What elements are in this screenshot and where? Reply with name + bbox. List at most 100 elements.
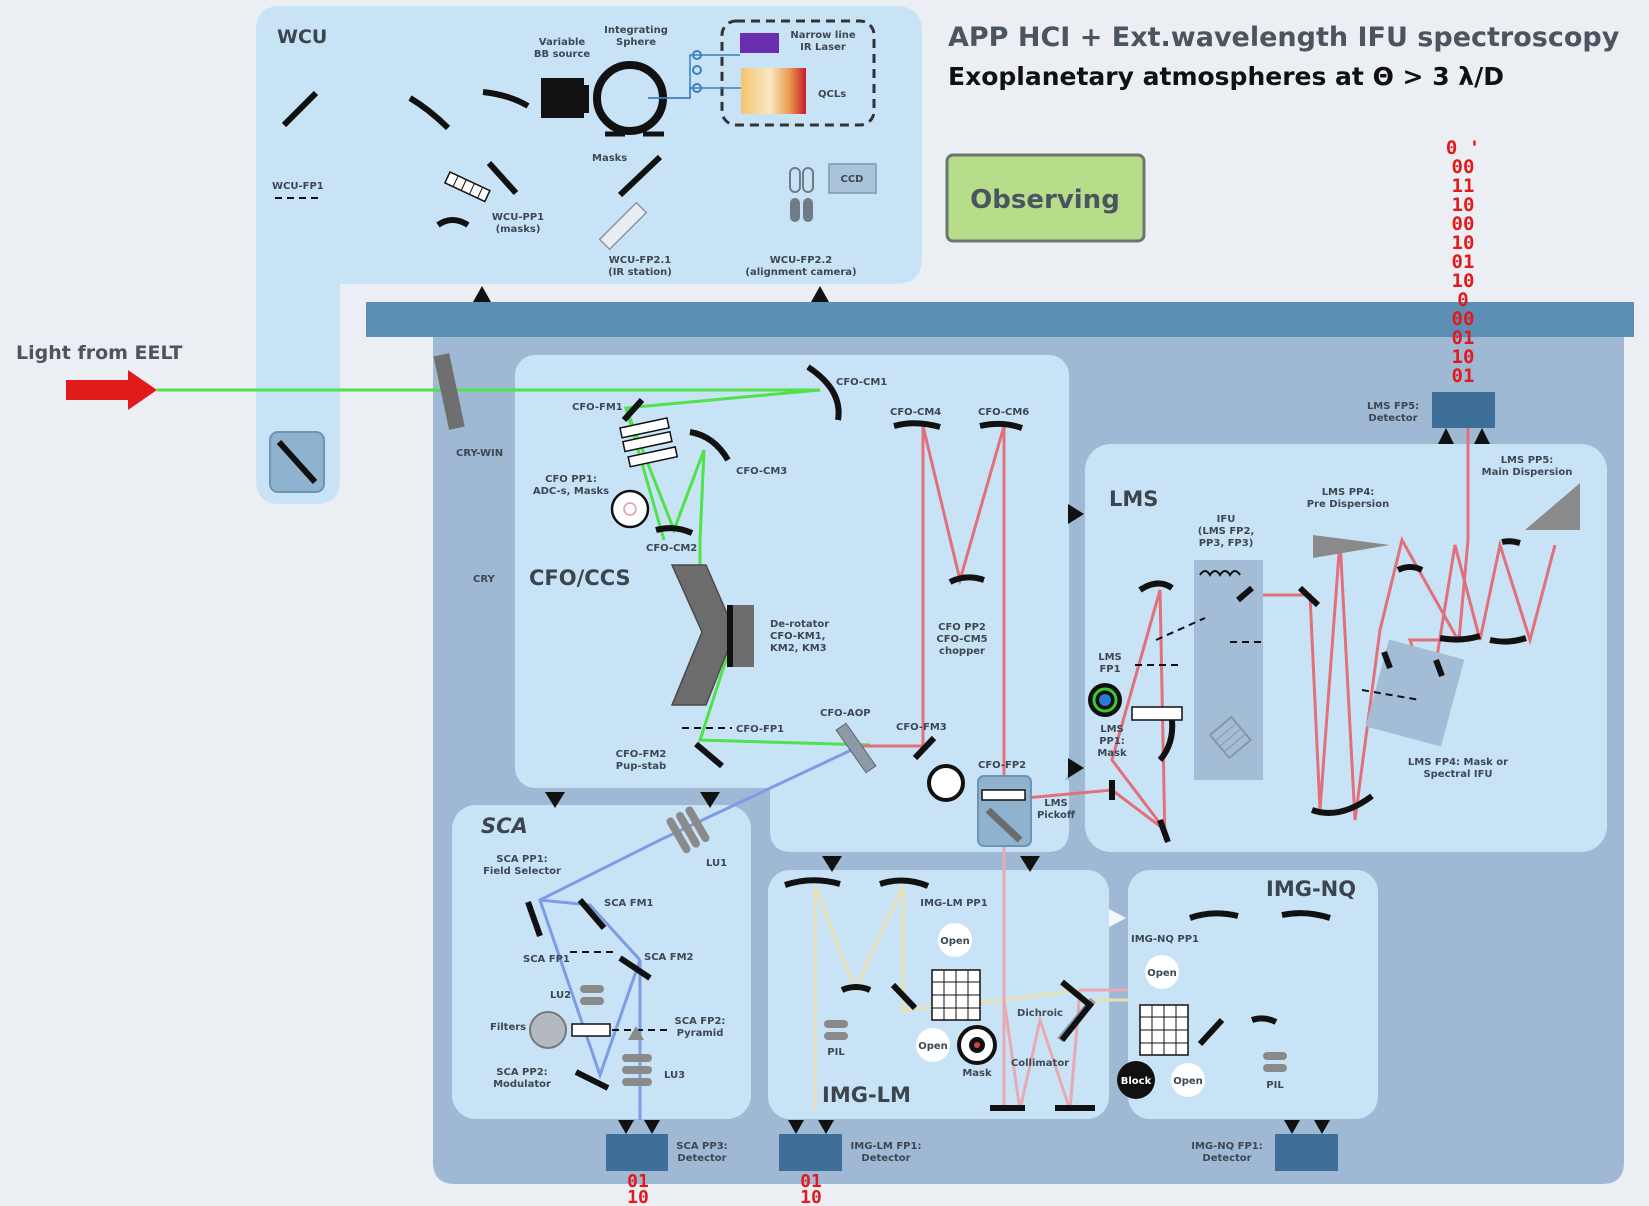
- lms-dashed-path: [1155, 617, 1206, 641]
- beam-pink-img: [1002, 800, 1128, 1111]
- diagram-title: APP HCI + Ext.wavelength IFU spectroscop…: [948, 22, 1620, 53]
- cfo-cm2-mirror: [655, 525, 694, 536]
- img-nq-open-bottom-label: Open: [1173, 1076, 1203, 1087]
- laser-enclosure: [720, 19, 876, 127]
- img-nq-open-top-label: Open: [1147, 968, 1177, 979]
- wcu-link-arrow: [811, 286, 829, 302]
- cfo-aop-label: CFO-AOP: [820, 708, 871, 719]
- adc-wheel-icon: [619, 417, 679, 468]
- wcu-fold-mirror: [617, 154, 663, 198]
- lms-curved-mirror: [1310, 793, 1374, 816]
- dichroic-label: Dichroic: [1017, 1008, 1063, 1019]
- img-lm-curved-mirror: [784, 877, 841, 888]
- bitstream-row: 10: [1452, 194, 1475, 216]
- lms-curved-mirror: [1489, 635, 1527, 645]
- cfo-cm6-mirror: [979, 420, 1023, 431]
- wcu-pp1-mirror: [486, 160, 519, 196]
- bitstream-row: 0: [1457, 289, 1468, 311]
- cfo-fm3-label: CFO-FM3: [896, 722, 947, 733]
- lms-pp4-label: LMS PP4:Pre Dispersion: [1307, 487, 1389, 510]
- lms-detector-arrow: [1474, 428, 1490, 444]
- img-lm-curved-mirror: [879, 877, 930, 889]
- lms-curved-mirror: [1157, 719, 1176, 762]
- lms-flat-mirror: [1157, 818, 1171, 844]
- lens-icon: [802, 167, 814, 193]
- wcu-fp21-label: WCU-FP2.1(IR station): [608, 255, 672, 278]
- status-badge[interactable]: Observing: [945, 153, 1146, 243]
- cfo-pp1-label: CFO PP1:ADC-s, Masks: [533, 474, 609, 497]
- img-lm-detector-arrow: [818, 1120, 834, 1134]
- img-nq-block[interactable]: [1117, 1061, 1155, 1099]
- img-lm-to-nq-arrow: [1109, 909, 1126, 927]
- img-lm-open-bottom[interactable]: [916, 1028, 950, 1062]
- cfo-fp2-label: CFO-FP2: [978, 760, 1026, 771]
- status-label: Observing: [970, 185, 1120, 215]
- cfo-fm3-mirror: [912, 735, 937, 761]
- cfo-to-sca-arrow: [545, 792, 565, 808]
- img-lm-fp1-detector: [779, 1134, 842, 1171]
- beam-red-cfo: [850, 425, 1006, 780]
- lms-fp4-plane: [1361, 689, 1421, 701]
- cfo-cm1-mirror: [806, 364, 842, 421]
- bitstream-row: 11: [1452, 175, 1475, 197]
- img-nq-curved-mirror: [1188, 910, 1239, 921]
- img-nq-title: IMG-NQ: [1266, 877, 1356, 901]
- cfo-fm1-label: CFO-FM1: [572, 402, 623, 413]
- img-nq-pil-lens-icon: [1263, 1064, 1287, 1072]
- diagram-subtitle: Exoplanetary atmospheres at Θ > 3 λ/D: [948, 62, 1504, 91]
- bitstream-row: 10: [1452, 346, 1475, 368]
- img-nq-open-top[interactable]: [1145, 955, 1179, 989]
- ccd-label: CCD: [841, 174, 864, 185]
- bitstream-row: 01: [1452, 327, 1475, 349]
- cfo-to-img-arrow: [1020, 856, 1040, 872]
- sca-pp1-label: SCA PP1:Field Selector: [483, 854, 561, 877]
- lms-fp5-label: LMS FP5:Detector: [1367, 401, 1419, 424]
- sca-pp3-detector: [606, 1134, 668, 1171]
- cfo-aop-splitter: [835, 722, 877, 774]
- img-lm-fold-mirror: [890, 982, 918, 1011]
- derotator-mirror: [730, 605, 754, 667]
- sca-detector-arrow: [618, 1120, 634, 1134]
- light-input-label: Light from EELT: [16, 342, 182, 364]
- img-nq-filter-grid: [1139, 1004, 1189, 1056]
- narrow-line-laser-icon: [740, 33, 779, 53]
- cfo-fm1-mirror: [621, 397, 645, 423]
- lu3-label: LU3: [664, 1070, 685, 1081]
- lms-mask-wheel-icon: [1099, 694, 1111, 706]
- img-nq-detector-arrow: [1284, 1120, 1300, 1134]
- lms-pickoff-mirror: [985, 807, 1023, 843]
- pyramid-icon: [628, 1026, 644, 1040]
- img-lm-open-top[interactable]: [938, 923, 972, 957]
- ifu-grating-icon: [1208, 715, 1253, 760]
- img-nq-panel: [1128, 870, 1378, 1119]
- optical-bench-bar: [366, 302, 1634, 337]
- wcu-title: WCU: [277, 26, 327, 48]
- wcu-fp22-label: WCU-FP2.2(alignment camera): [745, 255, 856, 278]
- lms-filter-wheel-icon: [1131, 706, 1183, 721]
- cfo-cm5-mirror: [948, 574, 985, 585]
- qcl-icon: [741, 68, 806, 114]
- mask-label: Mask: [962, 1068, 992, 1079]
- filters-label: Filters: [490, 1022, 526, 1033]
- img-nq-open-bottom[interactable]: [1171, 1063, 1205, 1097]
- img-lm-dichroic-mount: [1059, 979, 1095, 1042]
- bitstream-row: 01: [1452, 365, 1475, 387]
- sca-fp2-label: SCA FP2:Pyramid: [675, 1016, 726, 1039]
- pupil-mask-wheel-icon: [623, 502, 637, 516]
- bitstream-row: 00: [1452, 156, 1475, 178]
- lms-pre-dispersion-prism: [1313, 535, 1390, 558]
- cfo-cm4-label: CFO-CM4: [890, 407, 941, 418]
- wcu-pp1-label: WCU-PP1(masks): [492, 212, 544, 235]
- collimator-label: Collimator: [1011, 1058, 1069, 1069]
- lu3-lens-icon: [622, 1066, 652, 1074]
- bitstream-row: 0 ': [1446, 137, 1480, 159]
